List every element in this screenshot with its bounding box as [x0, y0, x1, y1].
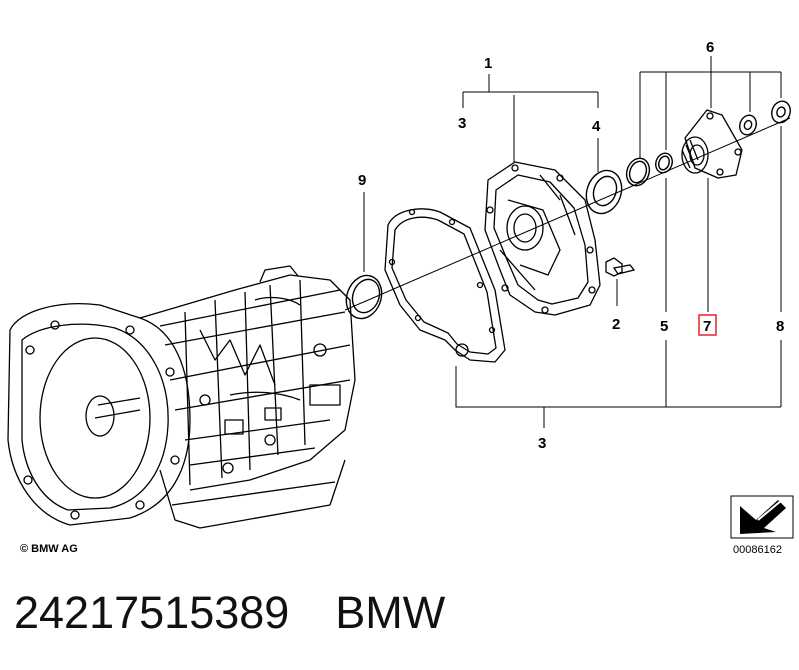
- callout-6: 6: [706, 39, 714, 56]
- transmission-housing: [7, 265, 356, 529]
- callout-7-highlight-box: [698, 314, 717, 336]
- gasket: [384, 208, 506, 363]
- copyright-notice: © BMW AG: [20, 543, 78, 555]
- brand-name: BMW: [335, 587, 446, 638]
- callout-3-bottom: 3: [538, 435, 546, 452]
- reference-brackets: [455, 56, 782, 428]
- caption-bar: 24217515389 BMW: [14, 583, 445, 643]
- callout-2: 2: [612, 316, 620, 333]
- direction-arrow-icon: [730, 495, 794, 539]
- callout-7: 7: [703, 318, 711, 335]
- callout-9: 9: [358, 172, 366, 189]
- callout-4: 4: [592, 118, 601, 135]
- part-9-seal-ring: [345, 274, 383, 320]
- callout-1: 1: [484, 55, 492, 72]
- part-5-circlip: [625, 152, 673, 187]
- part-1-cover-housing: [484, 161, 601, 316]
- part-7-output-flange: [681, 109, 743, 179]
- callout-5: 5: [660, 318, 668, 335]
- callout-3-top: 3: [458, 115, 466, 132]
- part-number: 24217515389: [14, 587, 290, 638]
- part-8-washer-nut: [739, 100, 791, 136]
- callout-8: 8: [776, 318, 784, 335]
- part-4-shaft-seal: [585, 169, 623, 215]
- part-2-bolt: [605, 257, 636, 277]
- exploded-parts-diagram: 1 3 4 6 9 2 5 7 8 3 © BMW AG 00086162: [7, 39, 794, 556]
- document-id: 00086162: [733, 544, 782, 556]
